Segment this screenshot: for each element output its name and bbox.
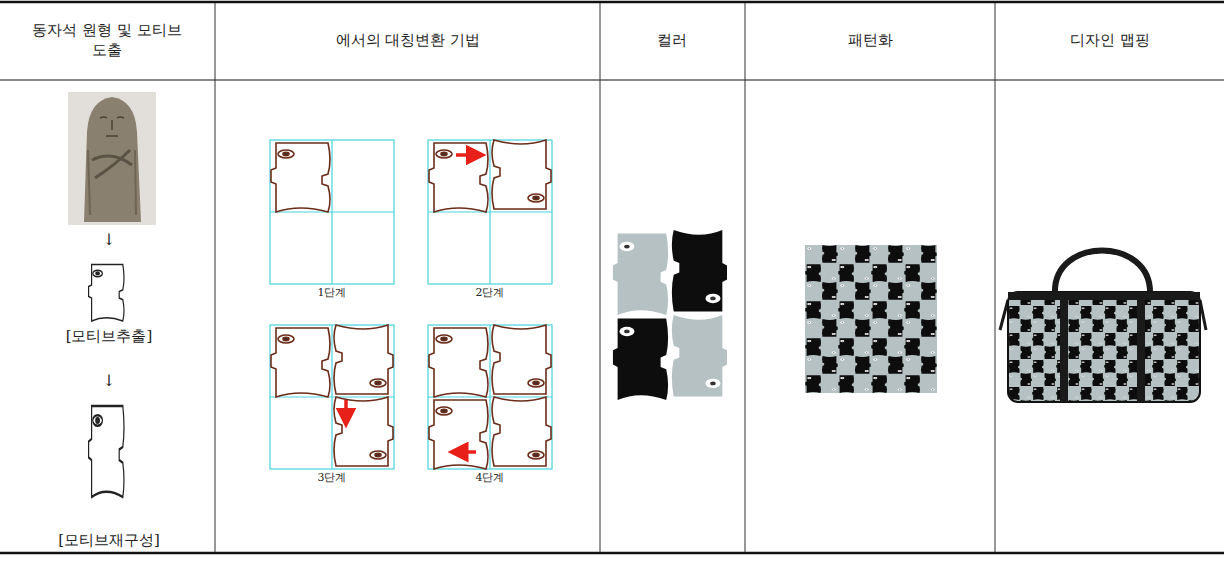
stage-label: 4단계: [450, 471, 530, 486]
column-header: 동자석 원형 및 모티브 도출: [32, 20, 182, 61]
down-arrow-glyph: ↓: [89, 370, 129, 392]
column-header: 컬러: [617, 30, 727, 50]
step-caption: [모티브재구성]: [19, 530, 199, 550]
stage-label: 2단계: [450, 286, 530, 301]
down-arrow-glyph: ↓: [89, 229, 129, 251]
column-header: 패턴화: [770, 30, 970, 50]
step-caption: [모티브추출]: [29, 326, 189, 346]
stage-label: 1단계: [292, 286, 372, 301]
column-header: 에서의 대칭변환 기법: [258, 30, 558, 50]
stage-label: 3단계: [292, 471, 372, 486]
column-header: 디자인 맵핑: [1010, 30, 1210, 50]
